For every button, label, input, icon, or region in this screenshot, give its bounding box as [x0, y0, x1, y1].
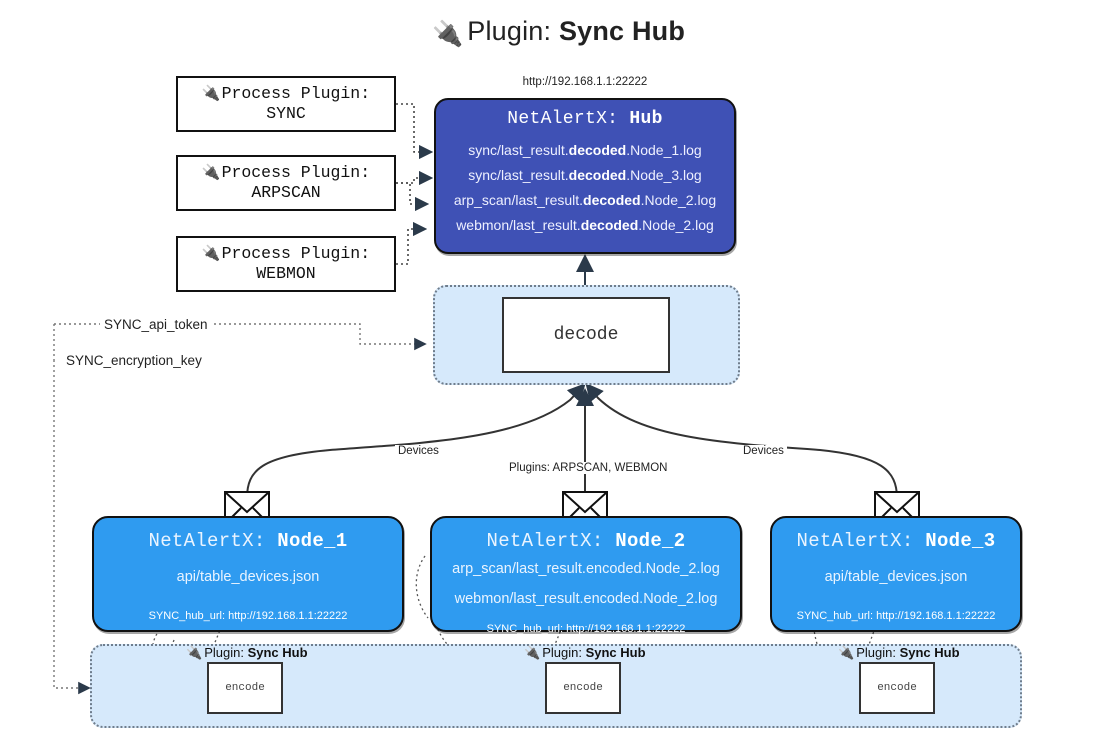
encode-box-node-1[interactable]: encode — [207, 662, 283, 714]
plugin-label-node-3: 🔌Plugin: Sync Hub — [838, 645, 960, 660]
hub-node[interactable]: NetAlertX: Hub sync/last_result.decoded.… — [434, 98, 736, 254]
hub-log-item: webmon/last_result.decoded.Node_2.log — [456, 217, 714, 233]
hub-log-list: sync/last_result.decoded.Node_1.log sync… — [436, 138, 734, 238]
env-label-encryption-key: SYNC_encryption_key — [62, 353, 206, 368]
env-var-edges — [53, 323, 427, 695]
edge-label-plugins: Plugins: ARPSCAN, WEBMON — [506, 462, 671, 474]
plugin-label-node-1: 🔌Plugin: Sync Hub — [186, 645, 308, 660]
encode-box-node-3[interactable]: encode — [859, 662, 935, 714]
plug-icon: 🔌 — [186, 645, 203, 660]
node-box-node-2[interactable]: NetAlertX: Node_2 arp_scan/last_result.e… — [430, 516, 742, 635]
hub-log-item: arp_scan/last_result.decoded.Node_2.log — [453, 192, 717, 208]
node-box-node-3[interactable]: NetAlertX: Node_3 api/table_devices.json… — [770, 516, 1022, 632]
node-box-node-1[interactable]: NetAlertX: Node_1 api/table_devices.json… — [92, 516, 404, 632]
plug-icon: 🔌 — [201, 244, 221, 262]
hub-url-label: http://192.168.1.1:22222 — [522, 76, 648, 88]
hub-log-item: sync/last_result.decoded.Node_1.log — [468, 142, 702, 158]
node-line: arp_scan/last_result.encoded.Node_2.log — [452, 561, 720, 577]
hub-log-item: sync/last_result.decoded.Node_3.log — [468, 167, 702, 183]
hub-app-label: NetAlertX: — [507, 109, 619, 129]
plug-icon: 🔌 — [838, 645, 855, 660]
process-plugin-label: Process Plugin: — [221, 83, 371, 103]
page-title: 🔌Plugin: Sync Hub — [0, 16, 1117, 48]
hub-name: Hub — [629, 109, 663, 129]
edge-label-devices-right: Devices — [740, 445, 787, 457]
process-plugin-box-sync[interactable]: 🔌Process Plugin: SYNC — [176, 76, 396, 132]
plug-icon: 🔌 — [201, 163, 221, 181]
encode-box-node-2[interactable]: encode — [545, 662, 621, 714]
process-plugin-box-webmon[interactable]: 🔌Process Plugin: WEBMON — [176, 236, 396, 292]
node-name: Node_3 — [925, 530, 996, 552]
node-app-label: NetAlertX: — [796, 530, 914, 552]
node-line: webmon/last_result.encoded.Node_2.log — [454, 591, 718, 607]
decode-box[interactable]: decode — [502, 297, 670, 373]
node-line: api/table_devices.json — [176, 569, 320, 585]
plug-icon: 🔌 — [431, 20, 464, 48]
plug-icon: 🔌 — [201, 84, 221, 102]
process-plugin-name: ARPSCAN — [251, 183, 321, 202]
node-app-label: NetAlertX: — [486, 530, 604, 552]
process-plugin-box-arpscan[interactable]: 🔌Process Plugin: ARPSCAN — [176, 155, 396, 211]
process-plugin-name: WEBMON — [256, 264, 316, 283]
node-name: Node_2 — [615, 530, 686, 552]
plugin-to-hub-edges — [396, 103, 434, 265]
node-name: Node_1 — [277, 530, 348, 552]
title-name: Sync Hub — [558, 16, 686, 46]
node-footer: SYNC_hub_url: http://192.168.1.1:22222 — [148, 610, 348, 622]
process-plugin-label: Process Plugin: — [221, 162, 371, 182]
node-app-label: NetAlertX: — [148, 530, 266, 552]
title-prefix: Plugin: — [467, 16, 552, 46]
node-footer: SYNC_hub_url: http://192.168.1.1:22222 — [796, 610, 996, 622]
process-plugin-label: Process Plugin: — [221, 243, 371, 263]
node-line: api/table_devices.json — [824, 569, 968, 585]
plug-icon: 🔌 — [524, 645, 541, 660]
node-footer: SYNC_hub_url: http://192.168.1.1:22222 — [486, 623, 686, 635]
edge-label-devices-left: Devices — [395, 445, 442, 457]
env-label-api-token: SYNC_api_token — [100, 317, 212, 332]
plugin-label-node-2: 🔌Plugin: Sync Hub — [524, 645, 646, 660]
process-plugin-name: SYNC — [266, 104, 306, 123]
